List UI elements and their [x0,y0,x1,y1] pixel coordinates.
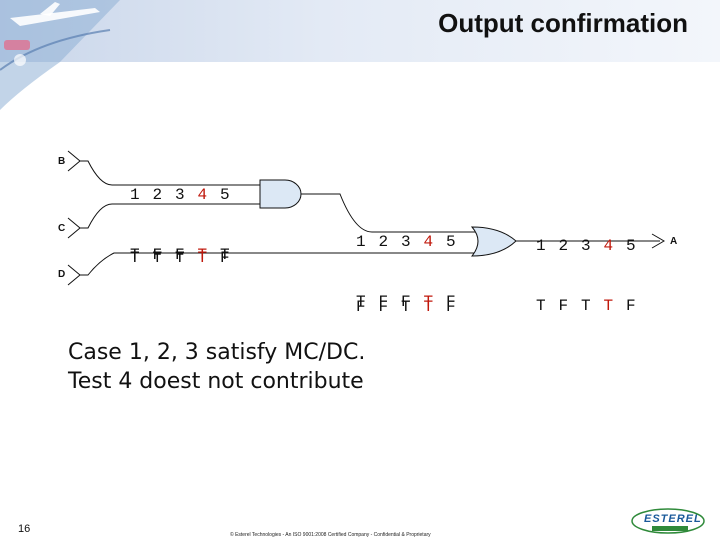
header-band [0,0,720,110]
mcdc-note-line-1: Case 1, 2, 3 satisfy MC/DC. [68,340,366,365]
mcdc-note-line-2: Test 4 doest not contribute [68,369,364,394]
input-b-wire [67,150,81,172]
input-label-c: C [58,223,66,234]
input-c-wire [67,217,81,239]
mcdc-note: Case 1, 2, 3 satisfy MC/DC. Test 4 doest… [68,338,365,396]
page-number: 16 [18,523,31,535]
input-d-wire [67,264,81,286]
logo-swoosh-icon [631,508,705,534]
and-gate [259,179,302,209]
output-label-a: A [670,236,678,247]
header-illustration [0,0,120,110]
input-label-b: B [58,156,66,167]
logo-text: ESTEREL [644,513,702,525]
output-arrow [651,233,665,249]
page-title: Output confirmation [438,8,688,38]
esterel-logo: ESTEREL [626,506,706,538]
input-label-d: D [58,269,66,280]
logo-sub-bar [652,526,688,531]
or-gate [470,226,517,257]
footer-copyright: © Esterel Technologies - An ISO 9001:200… [230,532,431,538]
